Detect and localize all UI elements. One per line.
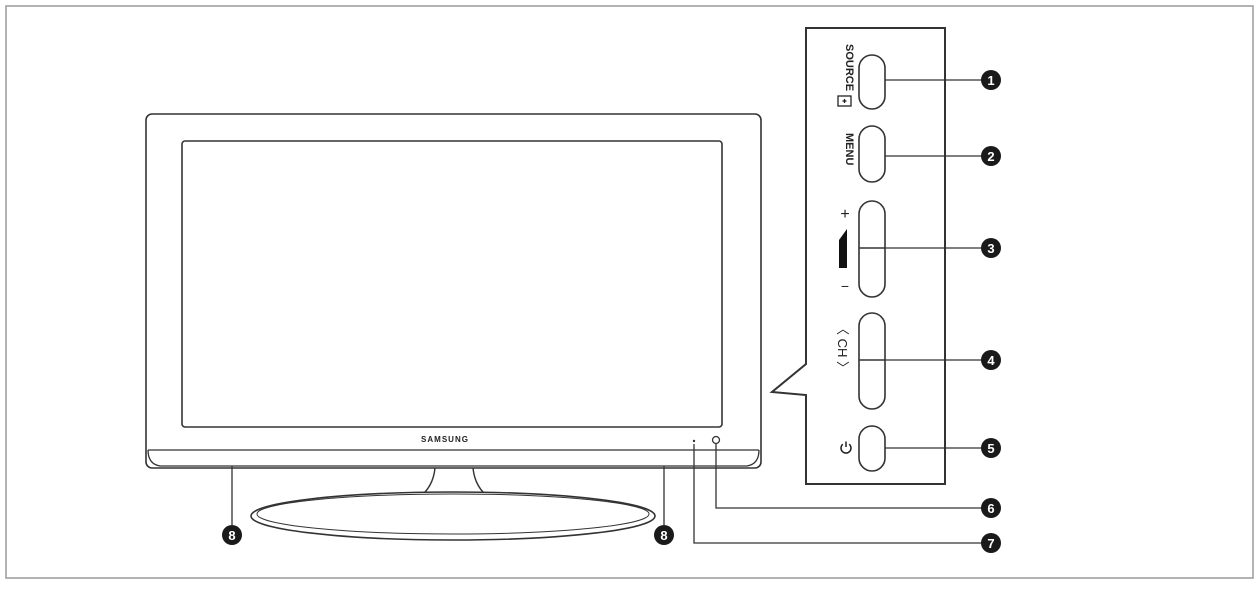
callout-8-left: 8 xyxy=(222,525,242,545)
callout-7: 7 xyxy=(981,533,1001,553)
volume-down-label: − xyxy=(841,278,849,294)
source-button-label: SOURCE xyxy=(843,44,855,91)
callout-4: 4 xyxy=(981,350,1001,370)
stand-base-outer xyxy=(250,491,656,541)
power-icon xyxy=(840,441,852,454)
source-button[interactable] xyxy=(858,54,886,110)
leader-line-6 xyxy=(715,444,982,509)
remote-control-sensor xyxy=(711,435,721,445)
callout-number: 5 xyxy=(987,441,994,456)
callout-circle xyxy=(981,146,1001,166)
tv-screen xyxy=(181,140,723,428)
callout-3: 3 xyxy=(981,238,1001,258)
power-indicator xyxy=(692,439,696,443)
callout-circle xyxy=(981,533,1001,553)
callout-circle xyxy=(654,525,674,545)
volume-ramp-icon xyxy=(839,229,847,268)
tv-stand xyxy=(250,467,656,541)
volume-up-label: + xyxy=(840,206,849,223)
callout-number: 7 xyxy=(987,536,994,551)
brand-logo: SAMSUNG xyxy=(421,435,469,444)
callout-number: 8 xyxy=(660,528,667,543)
callout-5: 5 xyxy=(981,438,1001,458)
callout-circle xyxy=(981,238,1001,258)
power-button[interactable] xyxy=(858,425,886,472)
menu-button[interactable] xyxy=(858,125,886,183)
channel-button[interactable] xyxy=(858,312,886,410)
source-input-icon xyxy=(837,95,852,107)
side-control-panel: SOURCE MENU + − 〈 CH 〉 xyxy=(769,27,946,485)
callout-circle xyxy=(981,350,1001,370)
callout-6: 6 xyxy=(981,498,1001,518)
leader-line-7 xyxy=(693,444,982,544)
callout-number: 4 xyxy=(987,353,995,368)
callout-8-right: 8 xyxy=(654,525,674,545)
menu-button-label: MENU xyxy=(843,133,855,165)
callout-circle xyxy=(981,438,1001,458)
callout-1: 1 xyxy=(981,70,1001,90)
stand-base-inner xyxy=(256,493,650,535)
callout-circle xyxy=(222,525,242,545)
leader-lines xyxy=(231,79,982,544)
channel-button-label: 〈 CH 〉 xyxy=(835,322,850,374)
callout-number: 1 xyxy=(987,73,994,88)
volume-button[interactable] xyxy=(858,200,886,298)
tv-body: SAMSUNG xyxy=(145,113,762,469)
callout-number: 8 xyxy=(228,528,235,543)
callout-number: 3 xyxy=(987,241,994,256)
bezel-bottom-edge xyxy=(147,449,760,467)
callout-number: 2 xyxy=(987,149,994,164)
callout-circle xyxy=(981,70,1001,90)
callout-2: 2 xyxy=(981,146,1001,166)
callout-number: 6 xyxy=(987,501,994,516)
callout-circle xyxy=(981,498,1001,518)
